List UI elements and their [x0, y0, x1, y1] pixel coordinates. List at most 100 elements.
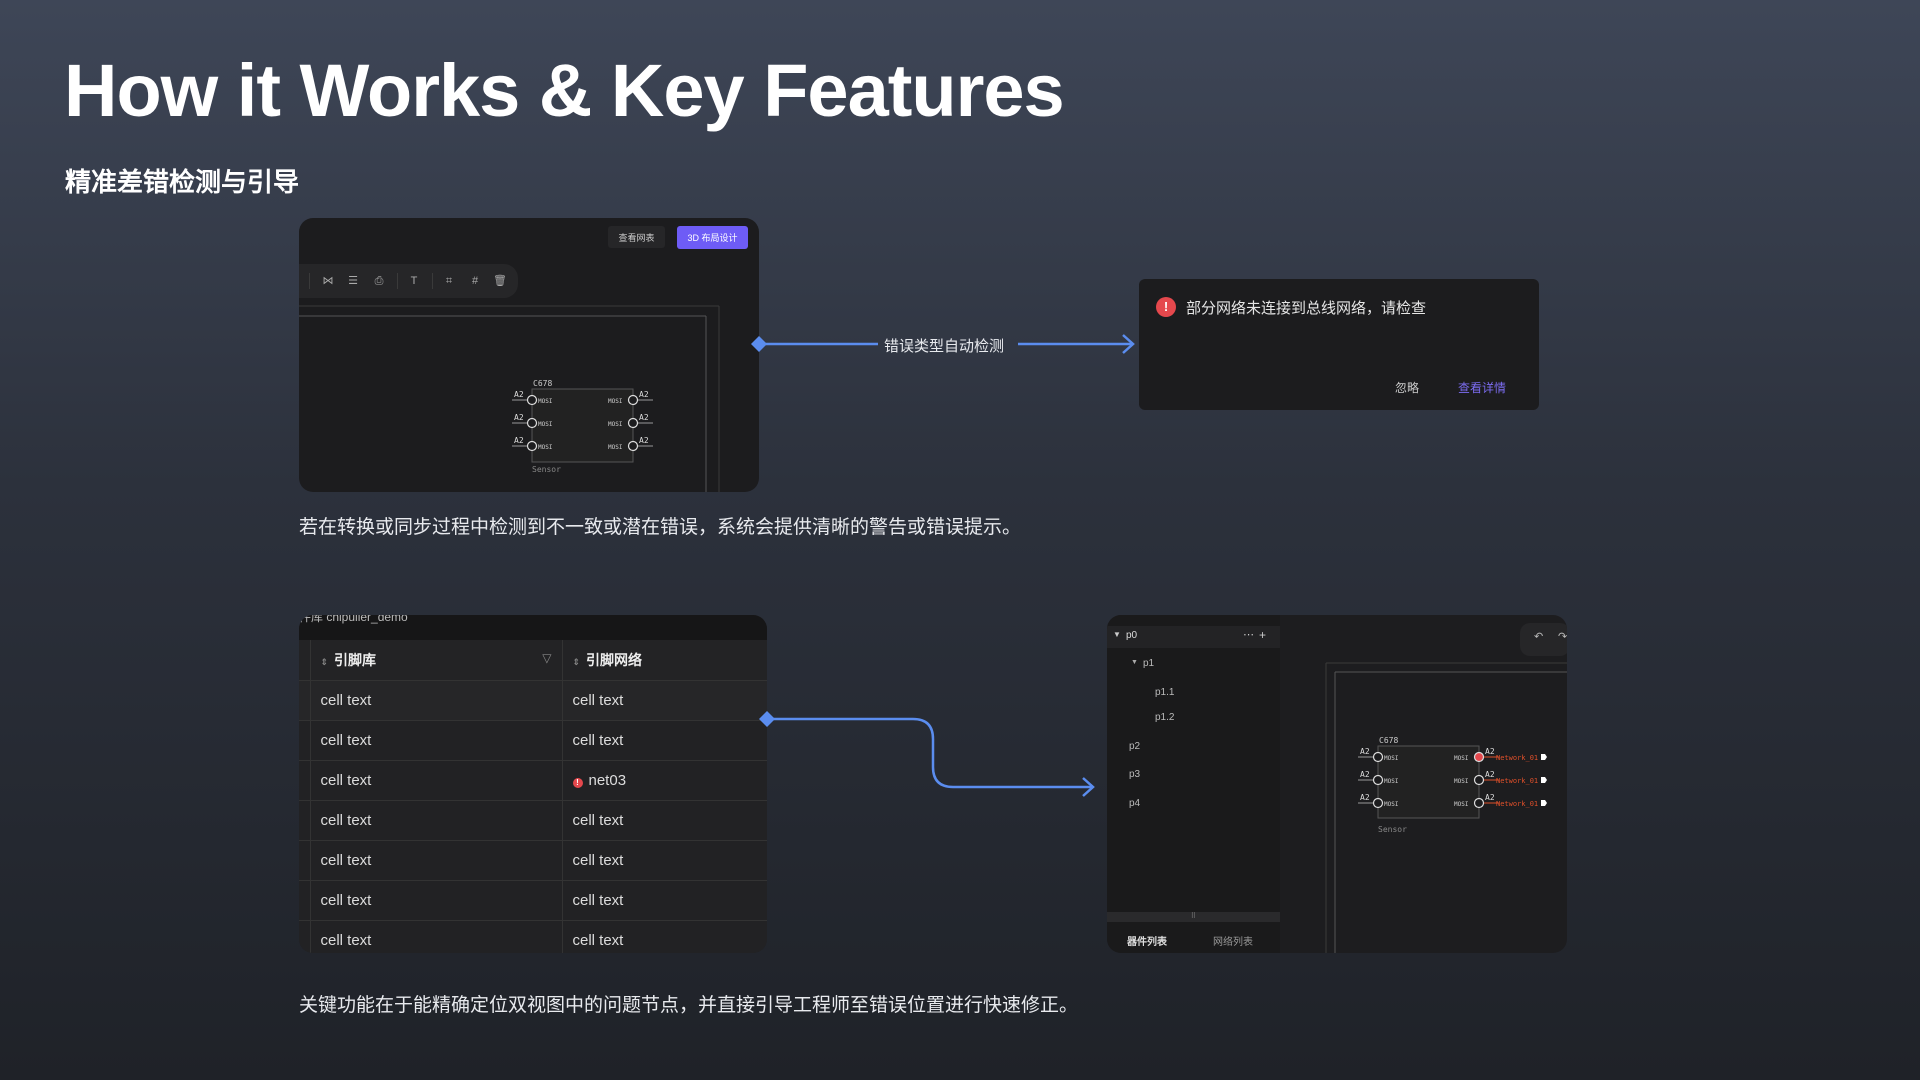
view-details-button[interactable]: 查看详情: [1458, 381, 1507, 395]
grid-icon[interactable]: #: [471, 275, 479, 287]
pin-name: MOSI: [1454, 778, 1469, 785]
align-horizontal-icon[interactable]: ⋈: [322, 275, 334, 287]
pin-circle: [627, 394, 639, 406]
network-label[interactable]: Network_01: [1496, 754, 1538, 762]
collapse-icon: ▼: [1113, 630, 1121, 639]
pin-net: A2: [514, 390, 524, 399]
error-icon: !: [572, 777, 583, 788]
tree-item-p4[interactable]: p4: [1129, 798, 1141, 809]
cell-pin-library[interactable]: cell text: [310, 839, 563, 880]
pin-circle: [1473, 797, 1485, 809]
redo-icon[interactable]: ↷: [1558, 631, 1567, 643]
pin-name: MOSI: [538, 398, 553, 405]
cell-pin-network[interactable]: ! net03: [562, 759, 767, 800]
table-row[interactable]: cell text! net03: [299, 759, 767, 800]
schematic-editor-panel: 查看网表 3D 布局设计 ⋈ ☰ ⎙ T ⌗ # 🗑 C678 Sensor A…: [299, 218, 759, 492]
cell-text: cell text: [572, 691, 624, 709]
error-dialog: ! 部分网络未连接到总线网络，请检查 忽略 查看详情: [1139, 279, 1539, 410]
pin-circle: [1372, 797, 1384, 809]
add-icon[interactable]: +: [1259, 628, 1267, 642]
network-label[interactable]: Network_01: [1496, 800, 1538, 808]
arrow-label: 错误类型自动检测: [884, 338, 1005, 355]
undo-icon[interactable]: ↶: [1534, 631, 1544, 643]
pin-net: A2: [1485, 770, 1495, 779]
pin-net: A2: [1485, 793, 1495, 802]
tree-item-p3[interactable]: p3: [1129, 769, 1141, 780]
cell-pin-library[interactable]: cell text: [310, 719, 563, 760]
pin-circle: [1372, 774, 1384, 786]
pin-circle: [526, 394, 538, 406]
cell-text: cell text: [320, 731, 372, 749]
tree-item-p2[interactable]: p2: [1129, 741, 1141, 752]
fit-view-icon[interactable]: ⌗: [445, 275, 453, 287]
text-tool-icon[interactable]: T: [410, 275, 418, 287]
pin-net: A2: [1360, 793, 1370, 802]
pin-name: MOSI: [1384, 778, 1399, 785]
tree-item-p1-1[interactable]: p1.1: [1155, 687, 1175, 698]
cell-text: cell text: [572, 891, 624, 909]
page-title: How it Works & Key Features: [64, 49, 1065, 132]
pin-circle: [627, 417, 639, 429]
caption-error-detection: 若在转换或同步过程中检测到不一致或潜在错误，系统会提供清晰的警告或错误提示。: [299, 517, 1022, 538]
error-message: 部分网络未连接到总线网络，请检查: [1186, 300, 1427, 317]
column-header-pin-library[interactable]: ⇕引脚库 ▽: [310, 640, 563, 680]
cell-pin-network[interactable]: cell text: [562, 879, 767, 920]
table-row[interactable]: cell text cell text: [299, 879, 767, 920]
caption-locate-fix: 关键功能在于能精确定位双视图中的问题节点，并直接引导工程师至错误位置进行快速修正…: [299, 995, 1079, 1016]
tree-item-p1-2[interactable]: p1.2: [1155, 712, 1175, 723]
cell-pin-library[interactable]: cell text: [310, 679, 563, 720]
net-port-icon: [1541, 800, 1547, 806]
pin-name: MOSI: [1454, 801, 1469, 808]
pin-net: A2: [514, 413, 524, 422]
cell-pin-network[interactable]: cell text: [562, 919, 767, 953]
cell-text: cell text: [320, 851, 372, 869]
align-vertical-icon[interactable]: ☰: [348, 275, 358, 287]
print-icon[interactable]: ⎙: [374, 275, 384, 287]
filter-icon[interactable]: ▽: [542, 651, 552, 665]
tree-item-p0[interactable]: p0: [1126, 630, 1138, 641]
cell-pin-library[interactable]: cell text: [310, 879, 563, 920]
locate-connector: [759, 711, 1095, 797]
pin-name: MOSI: [1384, 755, 1399, 762]
ignore-button[interactable]: 忽略: [1395, 381, 1420, 395]
cell-text: cell text: [572, 851, 624, 869]
pin-name: MOSI: [608, 421, 623, 428]
pin-table-panel: 件库 chipuller_demo ⇕引脚库 ▽ ⇕引脚网络 cell text…: [299, 615, 767, 953]
3d-layout-button[interactable]: 3D 布局设计: [677, 226, 748, 249]
tree-item-p1[interactable]: p1: [1143, 658, 1155, 669]
pin-net: A2: [639, 390, 649, 399]
component-name: Sensor: [532, 465, 561, 474]
network-label[interactable]: Network_01: [1496, 777, 1538, 785]
cell-pin-library[interactable]: cell text: [310, 759, 563, 800]
cell-pin-network[interactable]: cell text: [562, 719, 767, 760]
cell-text: cell text: [320, 691, 372, 709]
table-row[interactable]: cell text cell text: [299, 719, 767, 760]
cell-pin-network[interactable]: cell text: [562, 799, 767, 840]
pin-circle: [526, 440, 538, 452]
cell-pin-library[interactable]: cell text: [310, 799, 563, 840]
view-netlist-button[interactable]: 查看网表: [608, 226, 665, 248]
pin-circle: [1372, 751, 1384, 763]
cell-pin-library[interactable]: cell text: [310, 919, 563, 953]
table-row[interactable]: cell text cell text: [299, 679, 767, 720]
column-header-pin-network[interactable]: ⇕引脚网络: [572, 651, 643, 668]
library-label: 件库 chipuller_demo: [299, 615, 408, 624]
cell-pin-network[interactable]: cell text: [562, 839, 767, 880]
tab-component-list[interactable]: 器件列表: [1127, 937, 1167, 948]
cell-text: net03: [588, 771, 627, 789]
cell-pin-network[interactable]: cell text: [562, 679, 767, 720]
sort-icon: ⇕: [572, 656, 581, 667]
more-icon[interactable]: ⋯: [1243, 629, 1254, 641]
pin-name: MOSI: [1384, 801, 1399, 808]
tab-network-list[interactable]: 网络列表: [1213, 937, 1253, 948]
table-row[interactable]: cell text cell text: [299, 839, 767, 880]
pin-net: A2: [514, 436, 524, 445]
pin-net: A2: [1485, 747, 1495, 756]
resize-handle[interactable]: ⠿: [1107, 912, 1280, 922]
delete-icon[interactable]: 🗑: [493, 275, 507, 287]
